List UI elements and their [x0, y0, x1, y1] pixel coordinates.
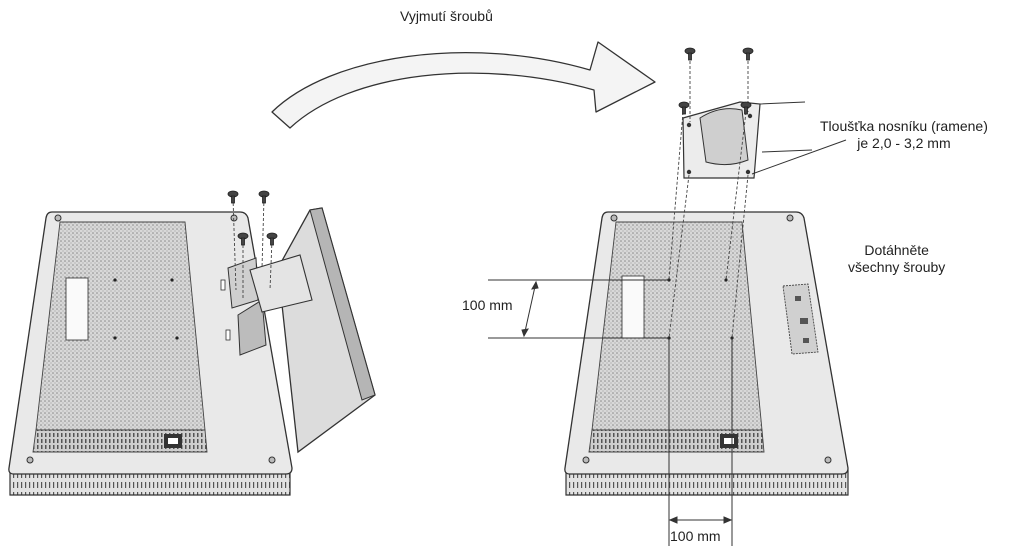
tighten-line2: všechny šrouby [848, 259, 946, 275]
leader-thickness [751, 139, 847, 175]
remove-screws-label: Vyjmutí šroubů [400, 8, 493, 24]
dimension-horizontal [668, 338, 733, 546]
screws-right [668, 47, 754, 339]
tighten-screws-label: Dotáhněte všechny šrouby [848, 242, 945, 276]
screws-left [227, 190, 278, 300]
arm-thickness-line2: je 2,0 - 3,2 mm [857, 135, 951, 151]
monitor-left [8, 211, 293, 496]
dimension-vertical [488, 279, 669, 339]
tighten-line1: Dotáhněte [864, 242, 929, 258]
stand-left [249, 207, 376, 454]
arm-thickness-line1: Tloušťka nosníku (ramene) [820, 118, 988, 134]
horizontal-spacing-label: 100 mm [670, 528, 721, 544]
arm-thickness-label: Tloušťka nosníku (ramene) je 2,0 - 3,2 m… [820, 118, 988, 152]
monitor-right [564, 211, 849, 496]
vertical-spacing-label: 100 mm [462, 297, 513, 313]
curved-arrow [271, 41, 656, 129]
